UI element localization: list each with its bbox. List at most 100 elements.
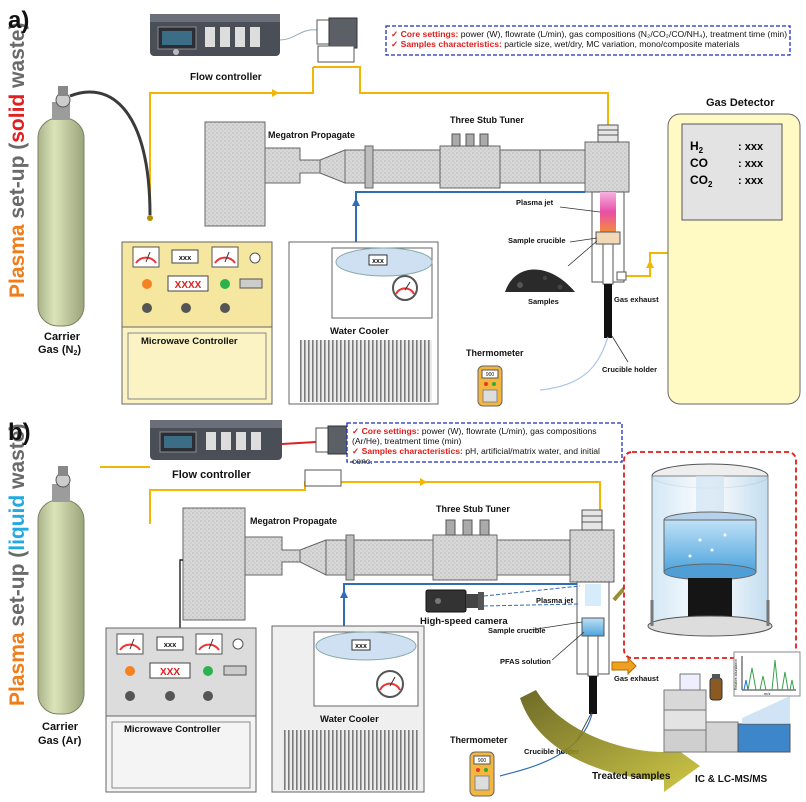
waveguide-taper	[299, 539, 327, 576]
panel-label-a: a)	[8, 7, 29, 34]
water-flow-arrow	[352, 198, 360, 206]
plasma-jet-a	[600, 192, 616, 232]
gas-value: : xxx	[738, 158, 764, 170]
camera-view-line	[483, 603, 581, 607]
thermometer-label-b: Thermometer	[450, 735, 508, 745]
camera-view-line	[483, 585, 581, 597]
flow-wire-b	[281, 441, 317, 445]
stub-tuner-body-b	[432, 534, 498, 581]
waveguide-taper	[319, 149, 346, 184]
applicator-b	[569, 529, 615, 583]
waveguide-section	[499, 149, 541, 184]
core-settings-line: ✓ Core settings: power (W), flowrate (L/…	[352, 426, 597, 446]
crucible-holder-a	[604, 284, 612, 338]
gas-cylinder-a	[37, 86, 153, 327]
settings-box-a	[385, 25, 791, 56]
plasma-jet-b	[585, 584, 601, 606]
sample-crucible-a	[595, 231, 621, 245]
samples-pile	[505, 269, 575, 292]
gas-line-a	[149, 67, 314, 215]
crucible-holder-label-a: Crucible holder	[602, 365, 657, 374]
stub-tuner-label-a: Three Stub Tuner	[450, 115, 524, 125]
settings-text-a: ✓ Core settings: power (W), flowrate (L/…	[391, 29, 789, 49]
thermo-display-b: 900	[478, 758, 487, 764]
gas-exhaust-label-a: Gas exhaust	[614, 295, 659, 304]
pointer-line	[559, 206, 601, 213]
microwave-small-display-a: xxx	[179, 253, 192, 262]
pfas-solution-label: PFAS solution	[500, 657, 551, 666]
carrier-gas-label-b: Carrier	[42, 721, 79, 733]
water-cooler-b	[271, 625, 425, 793]
detector-line-a	[626, 252, 668, 277]
sample-crucible-label-a: Sample crucible	[508, 236, 566, 245]
gas-cylinder-b	[37, 466, 85, 715]
thermometer-b	[469, 751, 495, 797]
flow-wire	[279, 29, 319, 41]
waveguide-taper	[264, 147, 321, 184]
crucible-holder-b	[589, 676, 597, 714]
stub	[462, 519, 473, 536]
cooler-display-b: xxx	[355, 643, 367, 650]
plasma-jet-label-b: Plasma jet	[536, 596, 574, 605]
stub-tuner-body-a	[439, 145, 501, 189]
sample-crucible-b	[581, 617, 605, 637]
samples-text: pH, artificial/matrix water, and initial…	[352, 446, 600, 466]
gas-value: : xxx	[738, 175, 764, 187]
water-line-a	[355, 191, 585, 247]
applicator-a	[584, 141, 630, 193]
waveguide-taper	[244, 536, 301, 576]
pointer-line	[567, 240, 598, 267]
ms-ylabel: Relative abundance	[734, 659, 738, 690]
gas-detector-screen	[681, 123, 783, 221]
carrier-gas-label-2: Gas (N2)	[38, 344, 81, 357]
stub	[479, 133, 489, 147]
power-cable-b	[179, 559, 183, 628]
gas-name: CO2	[690, 173, 713, 189]
samples-label: Samples characteristics:	[361, 446, 463, 456]
flow-controller-a	[150, 14, 280, 56]
core-settings-line: ✓ Core settings: power (W), flowrate (L/…	[391, 29, 788, 39]
stub-tuner-label-b: Three Stub Tuner	[436, 504, 510, 514]
treated-samples-label: Treated samples	[592, 771, 671, 782]
thermometer-a	[477, 365, 503, 407]
thermo-wire-a	[539, 336, 609, 391]
microwave-display-a: XXXX	[175, 280, 202, 291]
stub	[451, 133, 461, 147]
cooler-display-a: xxx	[372, 258, 384, 265]
zoom-reactor	[647, 463, 773, 637]
gas-value: : xxx	[738, 141, 764, 153]
ms-xlabel: m/z	[764, 691, 770, 696]
microwave-controller-label-a: Microwave Controller	[141, 336, 238, 347]
magnetron-b	[182, 507, 246, 621]
pointer-line	[551, 631, 585, 661]
microwave-controller-a	[121, 241, 273, 405]
magnetron-a	[204, 121, 266, 227]
thermo-wire-b	[499, 713, 593, 777]
flow-arrow	[646, 260, 654, 268]
samples-line: ✓ Samples characteristics: particle size…	[391, 39, 740, 49]
gas-detector-title: Gas Detector	[706, 97, 775, 109]
carrier-gas-label: Carrier	[44, 331, 81, 343]
pointer-line	[611, 335, 629, 363]
core-settings-text: power (W), flowrate (L/min), gas composi…	[352, 426, 597, 446]
water-cooler-label-b: Water Cooler	[320, 714, 379, 725]
flange	[345, 534, 355, 581]
flow-controller-label-b: Flow controller	[172, 469, 252, 481]
exhaust-port	[616, 271, 627, 281]
sample-crucible-label-b: Sample crucible	[488, 626, 546, 635]
plasma-jet-label-a: Plasma jet	[516, 198, 554, 207]
mass-flow-valve-a	[316, 17, 358, 63]
thermometer-label-a: Thermometer	[466, 348, 524, 358]
thermo-display-a: 900	[486, 372, 495, 378]
settings-box-b	[346, 422, 623, 463]
flow-controller-label: Flow controller	[190, 72, 262, 83]
gas-inlet-insulator	[597, 124, 619, 143]
samples-text: particle size, wet/dry, MC variation, mo…	[504, 39, 740, 49]
flow-arrow	[420, 478, 427, 486]
gas-exhaust-label-b: Gas exhaust	[614, 674, 659, 683]
core-settings-label: Core settings:	[400, 29, 459, 39]
stub	[445, 519, 456, 536]
water-cooler-a	[288, 241, 439, 405]
